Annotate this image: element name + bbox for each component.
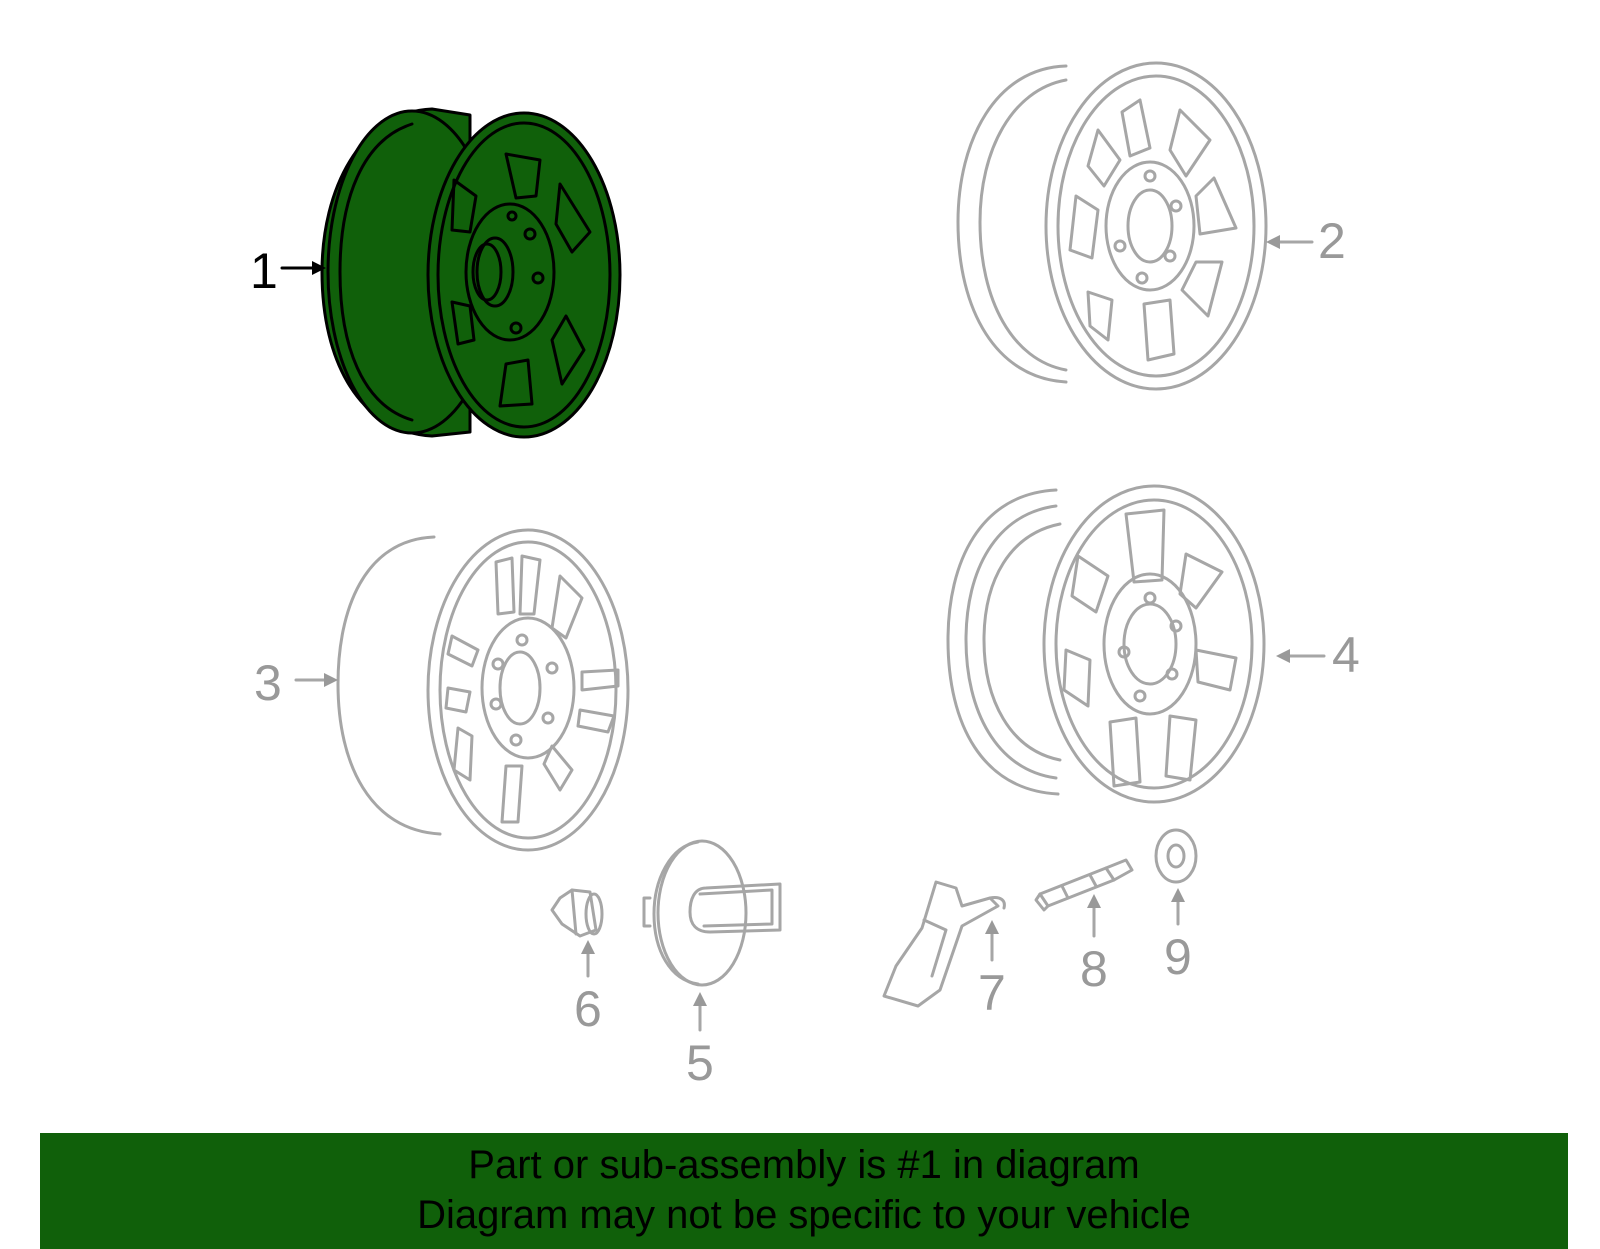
center-cap-part-5[interactable]	[642, 839, 782, 987]
callout-5: 5	[686, 992, 714, 1091]
svg-text:5: 5	[686, 1035, 714, 1091]
svg-text:3: 3	[254, 655, 282, 711]
banner-line-1: Part or sub-assembly is #1 in diagram	[468, 1143, 1140, 1187]
lug-nut-part-6[interactable]	[550, 888, 604, 938]
callout-7: 7	[978, 920, 1006, 1021]
callout-6: 6	[574, 940, 602, 1037]
svg-text:6: 6	[574, 981, 602, 1037]
callout-3: 3	[254, 655, 338, 711]
banner-line-2: Diagram may not be specific to your vehi…	[417, 1193, 1191, 1237]
valve-stem-part-8[interactable]	[1034, 858, 1134, 912]
svg-text:2: 2	[1318, 213, 1346, 269]
wheel-part-3[interactable]	[336, 528, 630, 852]
svg-text:1: 1	[250, 243, 278, 299]
callout-9: 9	[1164, 888, 1192, 985]
callout-1: 1	[250, 243, 326, 299]
svg-text:9: 9	[1164, 929, 1192, 985]
wheel-part-1[interactable]	[320, 107, 622, 439]
wheel-part-4[interactable]	[946, 484, 1266, 804]
callout-8: 8	[1080, 894, 1108, 997]
callout-4: 4	[1276, 627, 1360, 683]
svg-text:8: 8	[1080, 941, 1108, 997]
callout-2: 2	[1266, 213, 1346, 269]
washer-part-9[interactable]	[1154, 828, 1198, 884]
tpms-sensor-part-7[interactable]	[882, 880, 1006, 1008]
svg-text:4: 4	[1332, 627, 1360, 683]
svg-text:7: 7	[978, 965, 1006, 1021]
info-banner: Part or sub-assembly is #1 in diagram Di…	[40, 1133, 1568, 1249]
wheel-part-2[interactable]	[956, 61, 1268, 391]
